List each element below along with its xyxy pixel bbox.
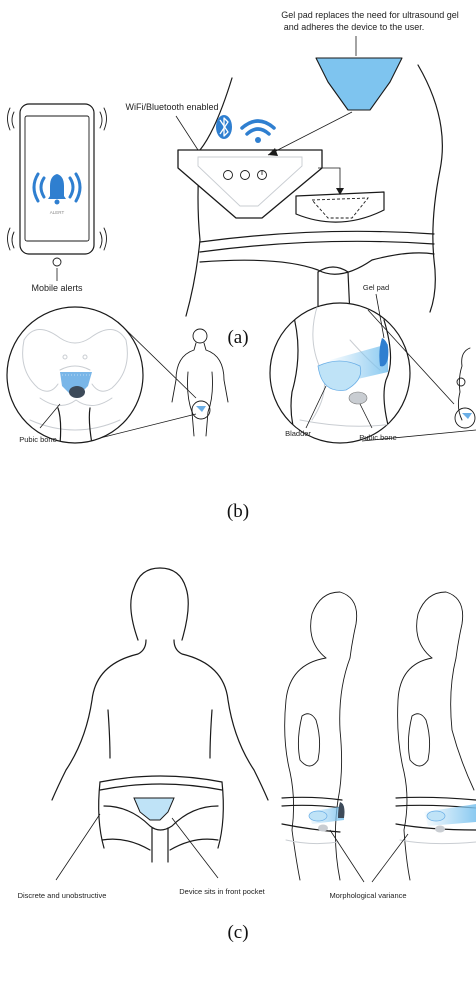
side-figure-2 <box>396 592 476 880</box>
bluetooth-icon <box>216 115 232 139</box>
panel-a: ALERT Mobile alerts <box>8 10 459 348</box>
discrete-label: Discrete and unobstructive <box>18 891 107 900</box>
side-figure-1 <box>282 592 357 880</box>
phone-alert-text: ALERT <box>50 210 65 215</box>
gel-pad-note-line1: Gel pad replaces the need for ultrasound… <box>281 10 459 20</box>
panel-b-caption: (b) <box>227 501 249 522</box>
pubic-bone-label-left: Pubic bone <box>19 435 57 444</box>
panel-a-caption: (a) <box>227 327 248 348</box>
small-figure-side <box>455 348 475 428</box>
ultrasound-device <box>178 150 322 218</box>
alert-bell-icon <box>34 174 80 205</box>
wireless-label: WiFi/Bluetooth enabled <box>125 102 218 112</box>
side-view-magnifier <box>270 303 410 448</box>
phone-illustration: ALERT <box>8 104 107 266</box>
variance-label: Morphological variance <box>329 891 406 900</box>
gel-pad-label: Gel pad <box>363 283 389 292</box>
front-pocket <box>296 192 384 222</box>
wifi-icon <box>242 121 274 143</box>
panel-b: Pubic bone <box>7 283 476 522</box>
panel-c: Discrete and unobstructive Device sits i… <box>18 568 476 943</box>
pocket-label: Device sits in front pocket <box>179 887 265 896</box>
mobile-alerts-label: Mobile alerts <box>31 283 83 293</box>
front-figure <box>52 568 268 862</box>
panel-c-caption: (c) <box>227 922 248 943</box>
bladder-label: Bladder <box>285 429 311 438</box>
gel-pad <box>316 58 402 110</box>
pelvis-magnifier <box>7 307 143 444</box>
gel-pad-note-line2: and adheres the device to the user. <box>284 22 425 32</box>
